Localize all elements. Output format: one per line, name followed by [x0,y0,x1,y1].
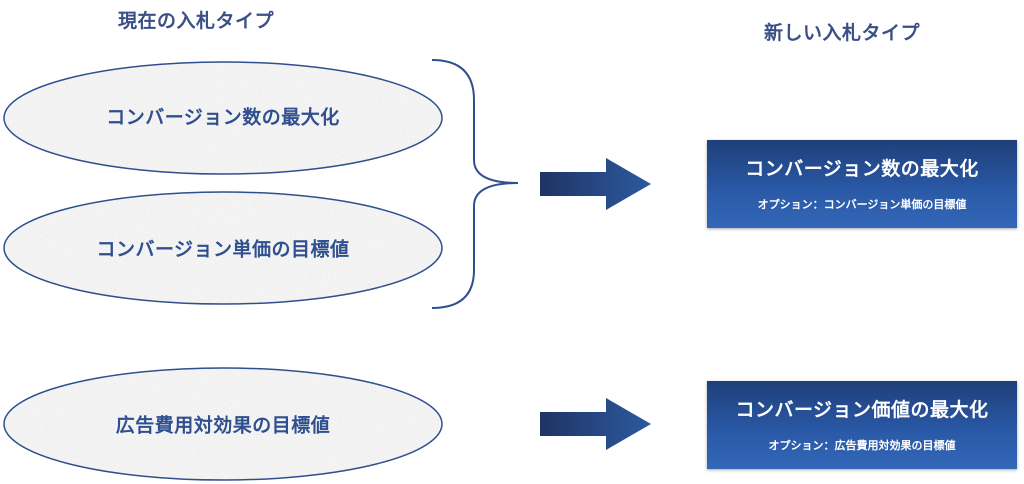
current-bid-types-heading: 現在の入札タイプ [118,10,275,32]
current-type-label: 広告費用対効果の目標値 [115,414,331,437]
current-type-label: コンバージョン数の最大化 [106,106,340,129]
oval-current-type-1 [4,62,442,174]
oval-current-type-2 [4,192,442,304]
grouping-brace [431,59,519,309]
new-type-box: コンバージョン数の最大化 オプション：コンバージョン単価の目標値 [707,140,1017,228]
new-type-title: コンバージョン数の最大化 [745,158,979,180]
current-type-label: コンバージョン単価の目標値 [96,238,350,261]
new-bid-types-heading: 新しい入札タイプ [764,22,921,44]
new-type-title: コンバージョン価値の最大化 [735,399,989,421]
oval-current-type-3 [4,368,442,480]
new-type-option: オプション：コンバージョン単価の目標値 [757,198,967,211]
arrow-right-icon [540,398,651,450]
arrow-right-icon [540,158,651,210]
new-type-box: コンバージョン価値の最大化 オプション：広告費用対効果の目標値 [707,381,1017,469]
new-type-option: オプション：広告費用対効果の目標値 [768,439,956,452]
